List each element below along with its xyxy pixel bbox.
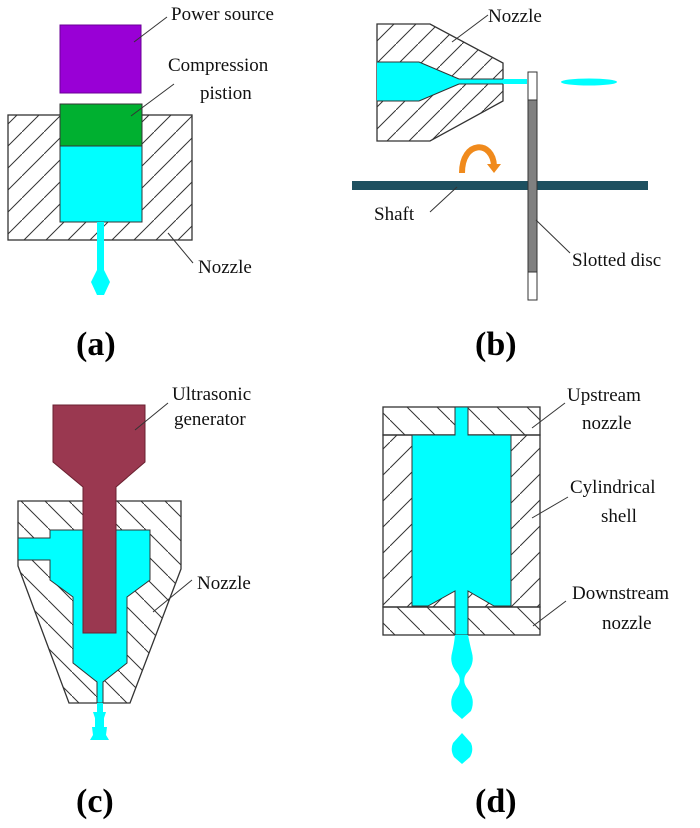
label-downstream-line2: nozzle	[602, 613, 652, 634]
shaft	[352, 181, 648, 190]
panel-b-rotating-disc-type: Nozzle Shaft Slotted disc (b)	[352, 6, 661, 363]
ultrasonic-generator	[52, 404, 146, 634]
label-panel-b-nozzle: Nozzle	[488, 6, 542, 27]
power-source-block	[59, 24, 142, 94]
label-compression-line1: Compression	[168, 55, 269, 76]
leader-power-source	[133, 16, 168, 43]
panel-a-droplet	[91, 270, 110, 295]
panel-c-ultrasonic-type: Ultrasonic generator Nozzle (c)	[17, 384, 251, 820]
panel-d-droplet	[451, 733, 473, 764]
panel-d-fluid-cavity	[411, 406, 512, 636]
panel-a-fluid-chamber	[59, 145, 143, 223]
leader-panel-c-nozzle	[152, 579, 193, 613]
panel-a-fluid-channel	[97, 222, 104, 272]
label-slotted-disc: Slotted disc	[572, 250, 661, 271]
label-cylindrical-line1: Cylindrical	[570, 477, 655, 498]
compression-piston-block	[59, 103, 143, 147]
label-downstream-line1: Downstream	[572, 583, 669, 604]
leader-downstream-nozzle	[532, 600, 567, 627]
panel-c-output-stream	[90, 703, 109, 740]
caption-d: (d)	[475, 783, 517, 820]
panel-a-piston-type: Power source Compression pistion Nozzle …	[7, 4, 274, 363]
panel-d-plateau-rayleigh-type: Upstream nozzle Cylindrical shell Downst…	[382, 385, 669, 820]
label-upstream-line1: Upstream	[567, 385, 641, 406]
leader-upstream-nozzle	[531, 402, 566, 429]
caption-c: (c)	[76, 783, 114, 820]
panel-b-fluid-channel	[377, 62, 527, 101]
leader-ultrasonic-generator	[134, 402, 169, 431]
leader-panel-b-nozzle	[451, 14, 489, 43]
label-cylindrical-line2: shell	[601, 506, 637, 527]
leader-panel-a-nozzle	[167, 232, 194, 264]
label-ultrasonic-line2: generator	[174, 409, 246, 430]
slotted-disc-solid-part	[527, 99, 538, 273]
rotation-arrow-icon	[459, 144, 497, 174]
leader-cylindrical-shell	[531, 496, 569, 519]
panel-b-droplet	[561, 78, 617, 86]
leader-shaft	[429, 186, 458, 213]
label-ultrasonic-line1: Ultrasonic	[172, 384, 251, 405]
label-panel-a-nozzle: Nozzle	[198, 257, 252, 278]
leader-slotted-disc	[535, 219, 571, 254]
label-shaft: Shaft	[374, 204, 415, 225]
caption-b: (b)	[475, 326, 517, 363]
caption-a: (a)	[76, 326, 116, 363]
label-panel-c-nozzle: Nozzle	[197, 573, 251, 594]
label-power-source: Power source	[171, 4, 274, 25]
label-compression-line2: pistion	[200, 83, 252, 104]
panel-d-jet-stream	[451, 635, 473, 719]
label-upstream-line2: nozzle	[582, 413, 632, 434]
leader-compression-piston	[130, 83, 175, 117]
